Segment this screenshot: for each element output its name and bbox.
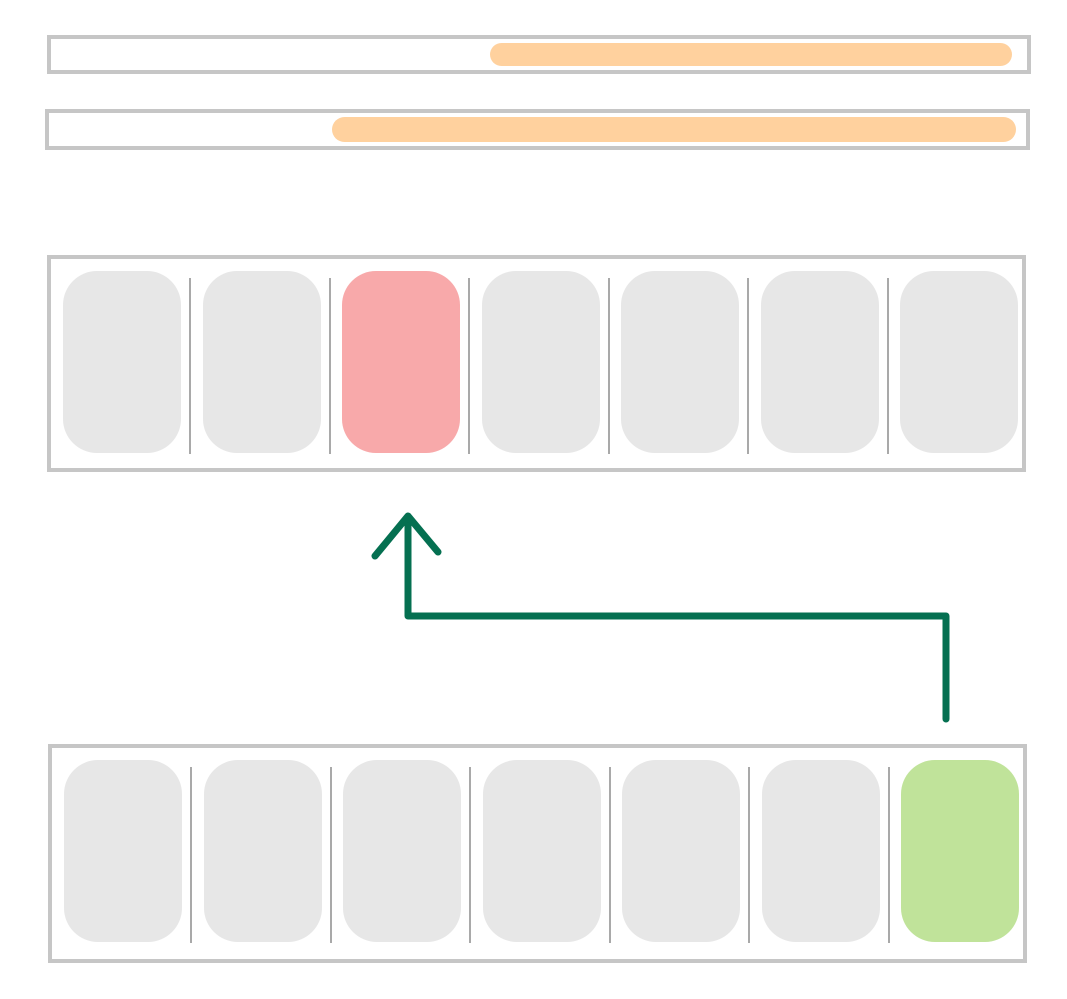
- top-slot: [760, 271, 879, 453]
- bottom-slot-divider: [748, 767, 750, 943]
- bottom-slot-divider: [887, 767, 890, 943]
- top-slot: [63, 271, 181, 453]
- arrow-path: [404, 514, 950, 723]
- bottom-slot: [203, 760, 322, 942]
- bottom-slot-divider: [329, 767, 332, 943]
- bottom-slot: [761, 760, 880, 942]
- top-slot-divider: [747, 278, 749, 454]
- top-slot: [900, 271, 1018, 453]
- top-slot-divider: [607, 278, 610, 454]
- bottom-slot: [64, 760, 182, 942]
- top-slot-divider: [328, 278, 331, 454]
- top-slot: [621, 271, 739, 453]
- top-slot: [481, 271, 600, 453]
- top-slot-divider: [468, 278, 470, 454]
- bottom-slot-source: [901, 760, 1019, 942]
- bottom-slot-divider: [608, 767, 611, 943]
- bottom-slot: [482, 760, 601, 942]
- progress-bar-2: [45, 109, 1030, 150]
- top-slot-divider: [886, 278, 889, 454]
- progress-bar-2-fill: [332, 117, 1017, 142]
- top-slot: [202, 271, 321, 453]
- progress-bar-1-fill: [490, 43, 1013, 66]
- top-slot-strip: [47, 255, 1026, 472]
- arrow-up-icon: [371, 512, 442, 560]
- bottom-slot-divider: [190, 767, 192, 943]
- bottom-slot: [343, 760, 461, 942]
- top-slot-target: [342, 271, 460, 453]
- progress-bar-1: [47, 35, 1031, 74]
- bottom-slot-divider: [469, 767, 471, 943]
- top-slot-divider: [189, 278, 191, 454]
- bottom-slot: [622, 760, 740, 942]
- bottom-slot-strip: [48, 744, 1027, 963]
